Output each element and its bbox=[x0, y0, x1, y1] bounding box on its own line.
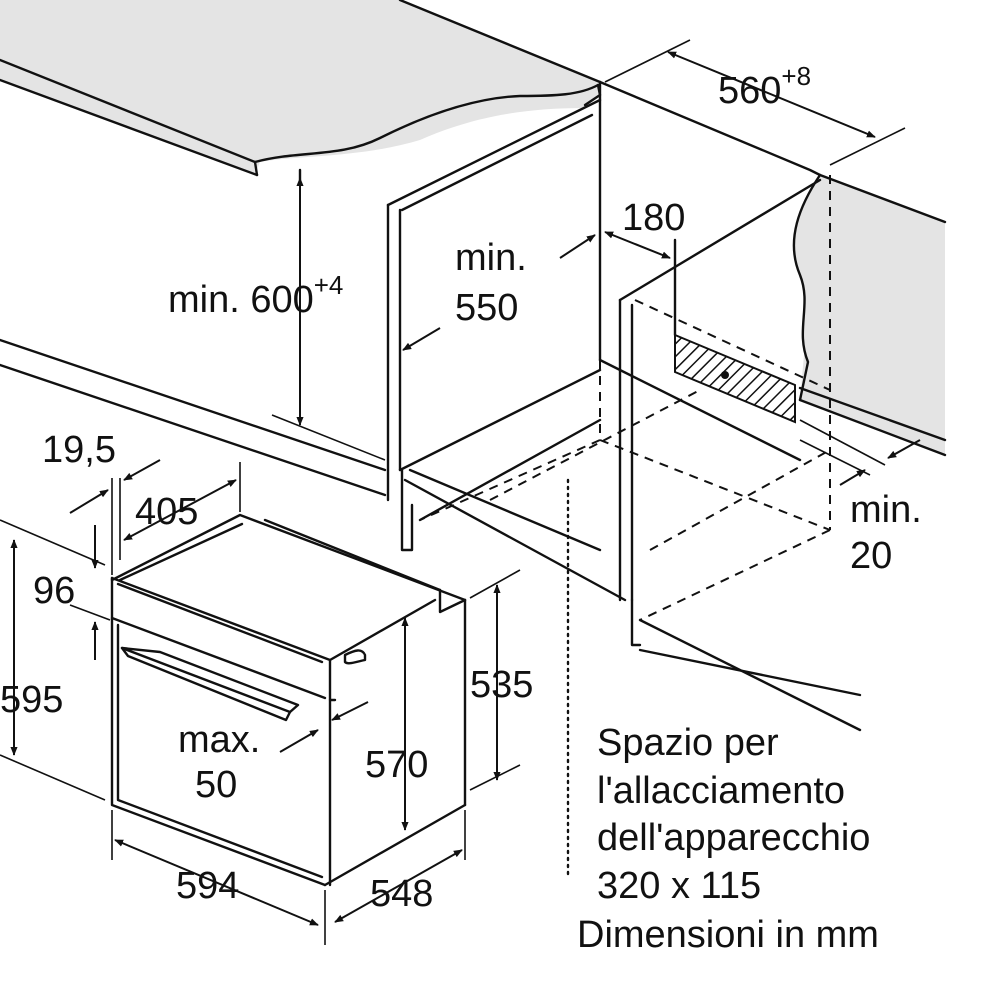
label-body-depth: 548 bbox=[370, 873, 433, 915]
note-connection-2: l'allacciamento bbox=[597, 770, 845, 812]
label-gap-1: min. bbox=[850, 489, 922, 531]
oven bbox=[110, 513, 467, 887]
label-niche-height: min. 600+4 bbox=[168, 270, 343, 321]
label-max-1: max. bbox=[178, 719, 260, 761]
label-front-height: 595 bbox=[0, 679, 63, 721]
dimension-lines bbox=[0, 39, 921, 945]
note-connection-3: dell'apparecchio bbox=[597, 817, 870, 859]
label-front-offset: 19,5 bbox=[42, 429, 116, 471]
label-niche-width: 560+8 bbox=[718, 61, 811, 112]
label-depth-min-1: min. bbox=[455, 237, 527, 279]
label-side-height: 535 bbox=[470, 664, 533, 706]
label-top-offset: 96 bbox=[33, 570, 75, 612]
label-panel-depth: 405 bbox=[135, 491, 198, 533]
note-units: Dimensioni in mm bbox=[577, 914, 879, 956]
worktop bbox=[0, 0, 602, 177]
note-connection-4: 320 x 115 bbox=[597, 865, 761, 907]
niche-cabinet bbox=[0, 80, 862, 732]
note-connection-1: Spazio per bbox=[597, 722, 779, 764]
label-max-2: 50 bbox=[195, 764, 237, 806]
label-depth-min-2: 550 bbox=[455, 287, 518, 329]
label-vent-depth: 180 bbox=[622, 197, 685, 239]
label-front-width: 594 bbox=[176, 865, 239, 907]
niche-dashed-volume bbox=[419, 175, 831, 621]
connection-box bbox=[673, 238, 796, 424]
label-gap-2: 20 bbox=[850, 535, 892, 577]
label-body-height: 570 bbox=[365, 744, 428, 786]
right-worktop-edge bbox=[792, 173, 947, 457]
